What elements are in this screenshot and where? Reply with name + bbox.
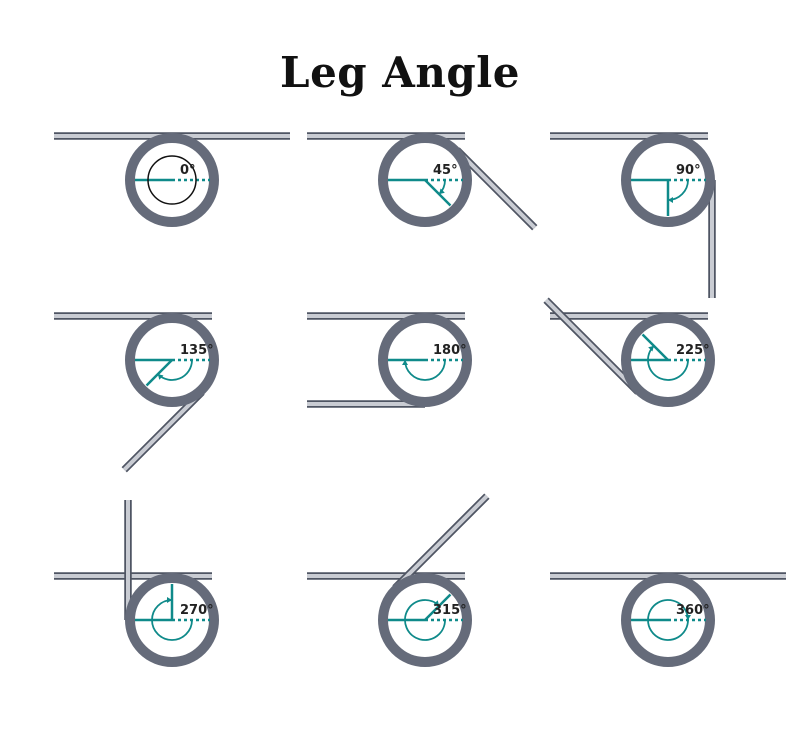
angle-label: 90° <box>676 163 701 178</box>
angle-line <box>424 179 452 207</box>
panel-135: 135° <box>54 312 219 473</box>
panel-90: 90° <box>550 132 716 298</box>
arc-arrowhead <box>684 614 691 620</box>
angle-label: 270° <box>180 603 214 618</box>
arc-arrowhead <box>402 360 408 365</box>
moving-leg <box>122 390 204 472</box>
moving-leg <box>455 148 537 230</box>
moving-leg <box>544 298 640 394</box>
panel-45: 45° <box>307 132 538 231</box>
angle-label: 225° <box>676 343 710 358</box>
panel-360: 360° <box>550 572 786 667</box>
angle-arc <box>647 599 689 641</box>
panel-225: 225° <box>543 297 715 407</box>
angle-arc <box>404 359 446 381</box>
panel-0: 0° <box>54 132 290 227</box>
angle-line <box>424 593 452 621</box>
angle-line <box>641 333 669 361</box>
arc-arrowhead <box>433 600 440 606</box>
page-title: Leg Angle <box>280 48 520 97</box>
zero-arc <box>147 155 197 205</box>
panel-180: 180° <box>307 312 472 408</box>
angle-label: 135° <box>180 343 214 358</box>
angle-arc <box>647 345 689 381</box>
angle-label: 180° <box>433 343 467 358</box>
angle-label: 45° <box>433 163 458 178</box>
panel-270: 270° <box>54 500 219 667</box>
angle-label: 360° <box>676 603 710 618</box>
arc-arrowhead <box>167 597 172 603</box>
angle-label: 315° <box>433 603 467 618</box>
angle-arc <box>404 599 446 641</box>
arc-arrowhead <box>648 345 654 352</box>
angle-line <box>145 359 173 387</box>
angle-arc <box>151 599 193 641</box>
arc-arrowhead <box>157 374 164 380</box>
angle-arc <box>157 359 193 381</box>
angle-label: 0° <box>180 163 196 178</box>
moving-leg <box>393 494 489 590</box>
arc-arrowhead <box>668 197 673 203</box>
panel-315: 315° <box>307 493 490 667</box>
arc-arrowhead <box>439 188 445 195</box>
